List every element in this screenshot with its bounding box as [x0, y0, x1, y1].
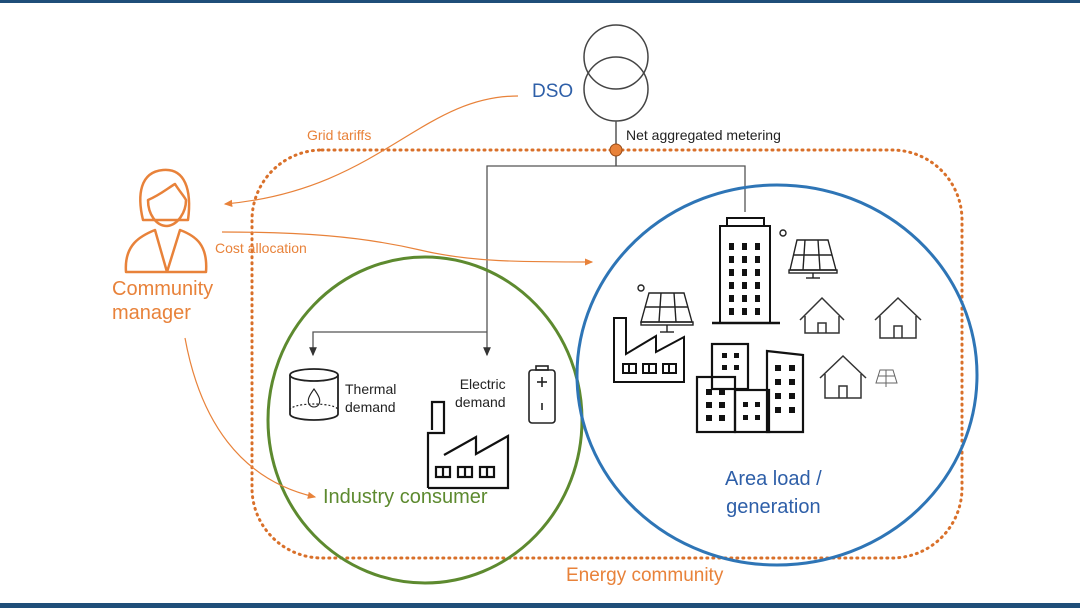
window: [742, 295, 747, 302]
community-manager-line2: manager: [112, 302, 191, 324]
electric-line2: demand: [455, 394, 506, 411]
window: [734, 353, 739, 358]
window: [734, 365, 739, 370]
cost-allocation-label: Cost allocation: [215, 240, 307, 256]
apartment-windows: [706, 353, 795, 421]
window: [742, 282, 747, 289]
solar-panel-icon: [637, 284, 694, 333]
window: [719, 415, 725, 421]
factory-icon: [613, 317, 685, 383]
window: [755, 269, 760, 276]
window: [775, 407, 781, 413]
apartment-buildings-icon: [695, 342, 805, 434]
area-load-label: Area load / generation: [725, 468, 822, 518]
area-line1: Area load /: [725, 468, 822, 490]
window: [775, 393, 781, 399]
window: [706, 389, 712, 395]
window: [722, 365, 727, 370]
window: [789, 365, 795, 371]
battery-icon: [528, 365, 556, 424]
cost-allocation-arrow: [221, 231, 594, 266]
window: [742, 269, 747, 276]
office-tower-icon: [712, 217, 780, 325]
window: [789, 379, 795, 385]
window: [743, 402, 748, 407]
grid-tariffs-label: Grid tariffs: [307, 127, 372, 143]
window: [755, 308, 760, 315]
industry-consumer-label: Industry consumer: [323, 486, 488, 508]
window: [719, 402, 725, 408]
bottom-border: [0, 603, 1080, 608]
thermal-demand-label: Thermal demand: [345, 381, 397, 416]
metering-point[interactable]: [609, 143, 623, 157]
window: [729, 295, 734, 302]
thermal-storage-icon: [289, 368, 339, 421]
electric-demand-label: Electric demand: [455, 376, 506, 411]
house-icon: [799, 296, 845, 334]
electric-line1: Electric: [459, 376, 506, 392]
community-manager-label: Community manager: [112, 278, 213, 324]
window: [729, 243, 734, 250]
top-border: [0, 0, 1080, 3]
solar-panel-icon: [779, 229, 838, 279]
tower-windows: [729, 243, 760, 315]
energy-community-label: Energy community: [566, 565, 724, 586]
window: [743, 415, 748, 420]
window: [729, 256, 734, 263]
small-solar-panel-icon: [875, 369, 898, 387]
transformer-icon: [583, 24, 649, 122]
factory-icon: [426, 400, 510, 490]
window: [789, 393, 795, 399]
thermal-line2: demand: [345, 399, 396, 416]
thermal-line1: Thermal: [345, 381, 397, 397]
energy-community-boundary: [250, 148, 964, 560]
window: [706, 402, 712, 408]
house-icon: [819, 354, 867, 399]
window: [755, 282, 760, 289]
window: [742, 243, 747, 250]
window: [729, 282, 734, 289]
window: [722, 353, 727, 358]
window: [775, 379, 781, 385]
manager-to-industry-arrow: [184, 337, 317, 499]
window: [755, 295, 760, 302]
window: [775, 365, 781, 371]
distribution-lines: [309, 165, 746, 357]
area-load-circle[interactable]: [575, 183, 979, 567]
window: [742, 308, 747, 315]
grid-tariffs-arrow: [223, 95, 519, 207]
metering-label: Net aggregated metering: [626, 127, 781, 143]
window: [719, 389, 725, 395]
community-manager-line1: Community: [112, 278, 214, 300]
window: [742, 256, 747, 263]
window: [729, 269, 734, 276]
community-manager-icon: [124, 168, 208, 274]
dso-label: DSO: [532, 81, 574, 102]
window: [755, 402, 760, 407]
window: [755, 243, 760, 250]
window: [755, 256, 760, 263]
house-icon: [874, 296, 922, 339]
area-line2: generation: [726, 496, 821, 518]
window: [706, 415, 712, 421]
window: [755, 415, 760, 420]
window: [729, 308, 734, 315]
window: [789, 407, 795, 413]
